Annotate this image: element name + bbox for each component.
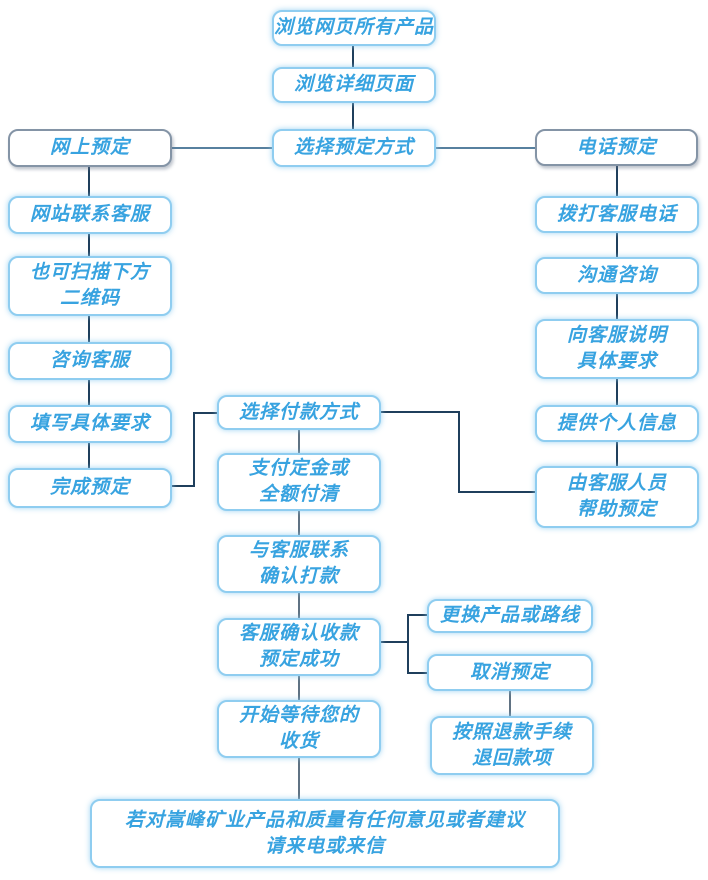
connector-payment-elbow-top xyxy=(381,411,458,413)
connector-payment-elbow-bottom xyxy=(460,491,535,493)
connector-cancel-refund xyxy=(509,691,511,716)
connector-explain-provide xyxy=(616,379,618,405)
flow-node-dial-phone: 拨打客服电话 xyxy=(535,196,699,233)
flow-node-refund: 按照退款手续 退回款项 xyxy=(430,716,594,775)
flow-node-cancel-booking: 取消预定 xyxy=(427,654,593,691)
connector-success-wait xyxy=(298,676,300,700)
connector-complete-elbow-top xyxy=(195,412,217,414)
flow-node-online-booking: 网上预定 xyxy=(8,129,172,167)
connector-payment-deposit xyxy=(298,430,300,453)
connector-online-website xyxy=(88,167,90,196)
connector-consult-fill xyxy=(88,380,90,405)
flow-node-staff-help: 由客服人员 帮助预定 xyxy=(535,466,699,528)
connector-browse-all-detail xyxy=(352,46,354,67)
flow-node-change-product: 更换产品或路线 xyxy=(427,599,593,633)
flow-node-pay-deposit: 支付定金或 全额付清 xyxy=(217,453,381,511)
flow-node-wait-goods: 开始等待您的 收货 xyxy=(217,700,381,758)
connector-fill-complete xyxy=(88,443,90,468)
connector-success-bracket-stub xyxy=(381,641,407,643)
flow-node-provide-info: 提供个人信息 xyxy=(535,405,699,442)
flow-node-communicate: 沟通咨询 xyxy=(535,257,699,294)
connector-qr-consult xyxy=(88,316,90,342)
flow-node-complete-booking: 完成预定 xyxy=(8,468,172,508)
flow-node-confirm-transfer: 与客服联系 确认打款 xyxy=(217,535,381,593)
connector-bracket-change xyxy=(409,614,427,616)
connector-payment-elbow-vertical xyxy=(458,411,460,493)
connector-online-choose xyxy=(172,147,272,149)
flow-node-choose-payment: 选择付款方式 xyxy=(217,395,381,430)
connector-wait-feedback xyxy=(298,758,300,799)
flow-node-browse-detail: 浏览详细页面 xyxy=(272,67,436,103)
flow-node-browse-all: 浏览网页所有产品 xyxy=(272,10,436,46)
flow-node-scan-qr: 也可扫描下方 二维码 xyxy=(8,256,172,316)
connector-phone-dial xyxy=(616,166,618,196)
flow-node-explain-requirements: 向客服说明 具体要求 xyxy=(535,319,699,379)
flow-node-payment-confirmed: 客服确认收款 预定成功 xyxy=(217,618,381,676)
flow-node-feedback: 若对嵩峰矿业产品和质量有任何意见或者建议 请来电或来信 xyxy=(90,799,560,868)
connector-bracket-cancel xyxy=(409,672,427,674)
connector-dial-communicate xyxy=(616,233,618,257)
connector-bracket-vertical xyxy=(407,614,409,674)
connector-complete-elbow-vertical xyxy=(193,412,195,487)
connector-confirm-success xyxy=(298,593,300,618)
connector-detail-choose xyxy=(352,103,354,129)
flow-node-website-contact: 网站联系客服 xyxy=(8,196,172,234)
flow-node-consult-service: 咨询客服 xyxy=(8,342,172,380)
flow-node-phone-booking: 电话预定 xyxy=(535,129,698,166)
connector-provide-staff xyxy=(616,442,618,466)
connector-complete-elbow-bottom xyxy=(170,485,195,487)
connector-website-qr xyxy=(88,234,90,256)
connector-choose-phone xyxy=(436,147,535,149)
connector-communicate-explain xyxy=(616,294,618,319)
flow-node-choose-method: 选择预定方式 xyxy=(272,129,436,167)
connector-deposit-confirm xyxy=(298,511,300,535)
flow-node-fill-requirements: 填写具体要求 xyxy=(8,405,172,443)
